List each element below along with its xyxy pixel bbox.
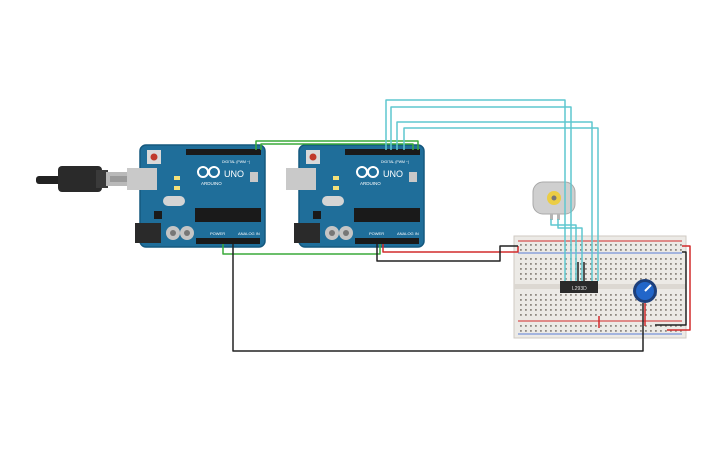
digital-header-1[interactable] [186,149,261,155]
usb-port-1 [127,168,157,190]
arduino-uno-board-2[interactable]: UNO ARDUINO POWER ANALOG IN DIGITAL (PWM… [286,144,425,248]
analog-label-2: ANALOG IN [397,231,419,236]
wire-cyan-2 [390,106,572,281]
l293d-chip-icon[interactable]: L293D [560,281,598,293]
breadboard[interactable] [513,235,687,339]
board-model-label-2: UNO [383,169,403,179]
analog-power-header-1[interactable] [196,238,260,244]
wires[interactable] [222,99,691,352]
atmega-chip-1 [195,208,261,222]
atmega-chip-2 [354,208,420,222]
wire-cyan-3 [396,121,593,281]
wire-black-long [232,244,644,352]
wire-red-power [382,244,519,253]
usb-cable-icon[interactable] [36,166,136,192]
power-label-2: POWER [369,231,384,236]
board-brand-label-1: ARDUINO [201,181,222,186]
wire-black-gnd [376,244,518,262]
chip-label: L293D [572,286,587,292]
potentiometer-icon[interactable] [633,279,657,303]
power-jack-2 [294,223,320,243]
wire-cyan-motor-1 [550,219,577,281]
wire-black-right [655,251,687,326]
wire-cyan-motor-2 [557,219,583,281]
arduino-uno-board-1[interactable]: UNO ARDUINO POWER ANALOG IN DIGITAL (PWM… [127,144,266,248]
analog-power-header-2[interactable] [355,238,419,244]
wire-red-right [667,245,691,331]
wire-cyan-4 [403,127,599,281]
digital-header-2[interactable] [345,149,420,155]
wire-green-top-2 [260,143,414,150]
board-brand-label-2: ARDUINO [360,181,381,186]
wire-cyan-1 [385,99,566,281]
usb-port-2 [286,168,316,190]
power-label-1: POWER [210,231,225,236]
digital-label-2: DIGITAL (PWM ~) [381,160,409,164]
digital-label-1: DIGITAL (PWM ~) [222,160,250,164]
arduino-logo-icon-1 [197,166,220,178]
board-model-label-1: UNO [224,169,244,179]
power-jack-1 [135,223,161,243]
wire-green-top [255,140,419,150]
wire-green-bottom [222,244,381,255]
arduino-logo-icon-2 [356,166,379,178]
dc-motor-icon[interactable] [532,181,576,220]
breadboard-holes[interactable] [520,244,682,332]
analog-label-1: ANALOG IN [238,231,260,236]
